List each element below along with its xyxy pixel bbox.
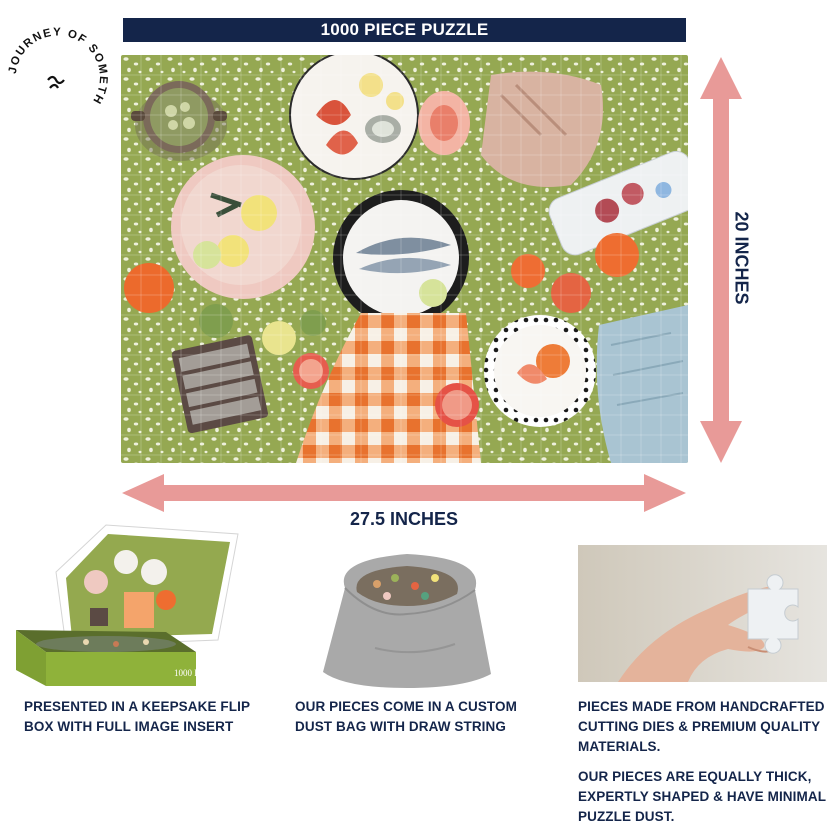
puzzle-image bbox=[121, 55, 688, 463]
keepsake-box-photo: 1000 PIECES bbox=[6, 520, 264, 690]
box-label: 1000 PIECES bbox=[174, 668, 224, 678]
hand-with-piece-photo bbox=[578, 545, 827, 682]
feature-thickness-text: OUR PIECES ARE EQUALLY THICK, EXPERTLY S… bbox=[578, 769, 826, 824]
brand-name: JOURNEY OF SOMETHING bbox=[0, 0, 107, 107]
width-arrow bbox=[120, 470, 688, 516]
dust-bag-photo bbox=[315, 548, 497, 690]
feature-box-text: PRESENTED IN A KEEPSAKE FLIP BOX WITH FU… bbox=[24, 699, 250, 734]
height-arrow bbox=[696, 55, 746, 465]
feature-dies-text: PIECES MADE FROM HANDCRAFTED CUTTING DIE… bbox=[578, 699, 825, 754]
wave-mark-icon bbox=[47, 75, 65, 89]
width-label: 27.5 INCHES bbox=[349, 509, 459, 529]
feature-bag-text: OUR PIECES COME IN A CUSTOM DUST BAG WIT… bbox=[295, 699, 517, 734]
height-label: 20 INCHES bbox=[731, 211, 752, 305]
brand-logo: JOURNEY OF SOMETHING bbox=[0, 0, 114, 120]
svg-text:JOURNEY OF SOMETHING: JOURNEY OF SOMETHING bbox=[2, 8, 109, 107]
page-title: 1000 PIECE PUZZLE bbox=[123, 18, 686, 42]
